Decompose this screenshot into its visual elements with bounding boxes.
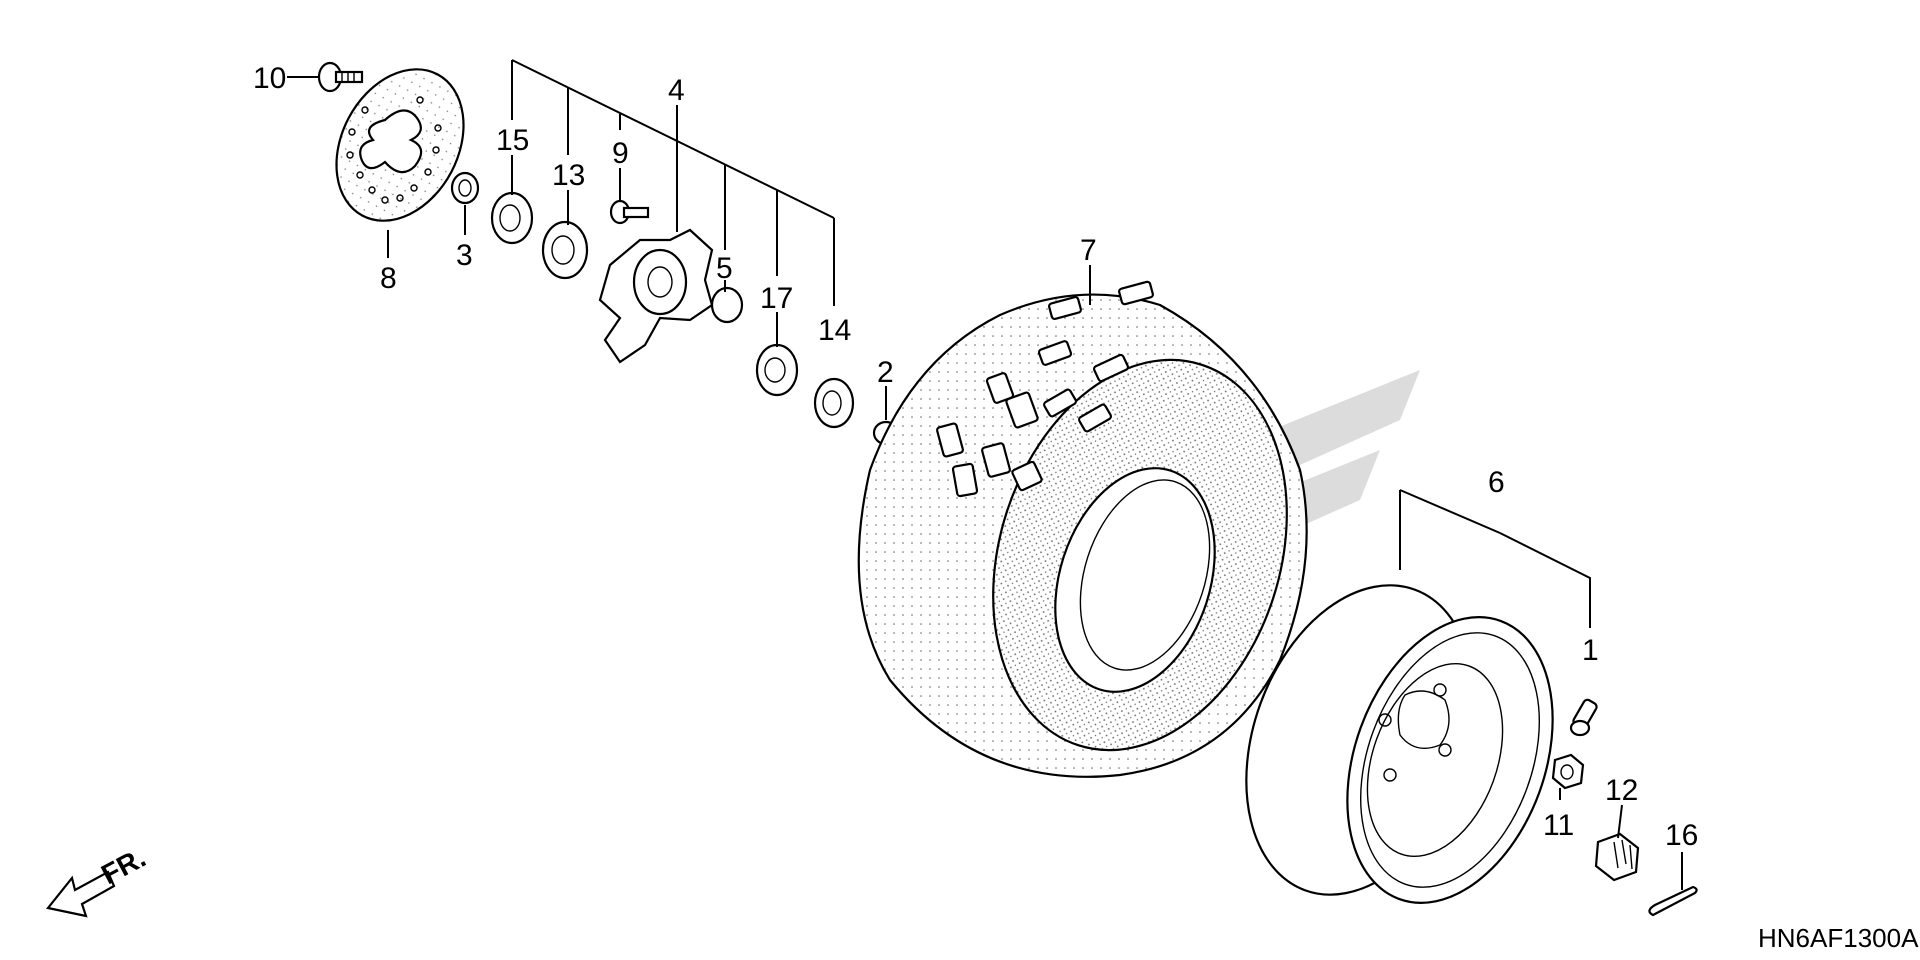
callout-labels: 10 15 13 9 4 8 3 5 17 14 2 7 6 1 12 11 1…	[253, 62, 1698, 852]
callout-2: 2	[877, 356, 894, 389]
part-12-castle-nut[interactable]	[1594, 832, 1640, 882]
part-6-wheel-rim[interactable]	[1206, 553, 1590, 931]
tire-tread-lugs	[936, 280, 1154, 498]
part-11-nut[interactable]	[1551, 753, 1585, 790]
part-13-bearing[interactable]	[541, 220, 589, 280]
part-17-bearing[interactable]	[755, 343, 799, 397]
front-arrow-icon	[46, 870, 116, 918]
callout-10: 10	[253, 62, 286, 95]
callout-13: 13	[552, 159, 585, 192]
callout-12: 12	[1605, 774, 1638, 807]
callout-15: 15	[496, 124, 529, 157]
callout-16: 16	[1665, 819, 1698, 852]
disc-holes	[346, 96, 442, 204]
part-15-bearing[interactable]	[490, 191, 534, 245]
part-14-bearing[interactable]	[813, 377, 855, 429]
callout-6: 6	[1488, 466, 1505, 499]
callout-3: 3	[456, 239, 473, 272]
callout-7: 7	[1080, 234, 1097, 267]
callout-9: 9	[612, 137, 629, 170]
callout-1: 1	[1582, 634, 1599, 667]
leader-lines	[287, 59, 1683, 890]
callout-8: 8	[380, 262, 397, 295]
part-3-spacer[interactable]	[450, 171, 480, 205]
part-4-hub[interactable]	[598, 228, 714, 364]
part-5-collar[interactable]	[710, 286, 744, 324]
part-16-cotter-pin[interactable]	[1648, 885, 1698, 917]
part-7-tire[interactable]	[857, 280, 1335, 788]
part-9-bolt[interactable]	[609, 199, 650, 225]
callout-4: 4	[668, 74, 685, 107]
part-1-valve[interactable]	[1569, 698, 1598, 737]
drawing-code: HN6AF1300A	[1758, 923, 1919, 953]
front-direction-indicator: FR.	[46, 842, 151, 918]
part-10-bolt[interactable]	[317, 61, 364, 93]
callout-5: 5	[716, 252, 733, 285]
callout-17: 17	[760, 282, 793, 315]
callout-14: 14	[818, 314, 851, 347]
callout-11: 11	[1543, 809, 1574, 842]
part-8-brake-disc[interactable]	[311, 47, 489, 243]
